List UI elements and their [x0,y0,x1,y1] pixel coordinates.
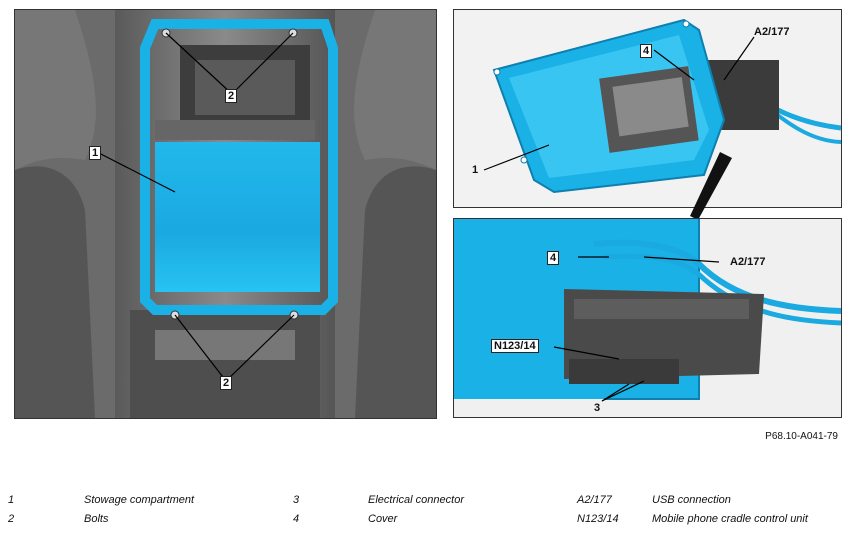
callout-1: 1 [472,164,479,176]
figure-code: P68.10-A041-79 [765,431,838,442]
callout-3: 3 [594,402,601,414]
callout-2-top: 2 [225,89,238,103]
callout-4: 4 [640,44,653,58]
legend-key: 3 [293,494,300,506]
legend-key: 1 [8,494,15,506]
illustration-console-top-view: 2 2 1 [14,9,437,419]
legend-label: Mobile phone cradle control unit [652,513,808,525]
legend-key: 4 [293,513,300,525]
illustration-connector-detail: 4 A2/177 N123/14 3 [453,218,842,418]
legend-label: Bolts [84,513,109,525]
legend-key: 2 [8,513,15,525]
callout-4: 4 [547,251,560,265]
connector-drawing [454,219,841,417]
legend-label: Electrical connector [368,494,464,506]
compartment-drawing [454,10,841,207]
legend-key: N123/14 [577,513,619,525]
legend-key: A2/177 [577,494,612,506]
legend-label: Cover [368,513,398,525]
callout-a2-177: A2/177 [754,26,790,38]
callout-n123-14: N123/14 [491,339,539,353]
console-drawing [15,10,436,418]
legend-label: Stowage compartment [84,494,195,506]
callout-2-bottom: 2 [220,376,233,390]
illustration-compartment-detail: 4 A2/177 1 [453,9,842,208]
callout-a2-177: A2/177 [730,256,766,268]
detail-pointer [690,152,732,220]
legend-label: USB connection [652,494,731,506]
callout-1: 1 [89,146,102,160]
